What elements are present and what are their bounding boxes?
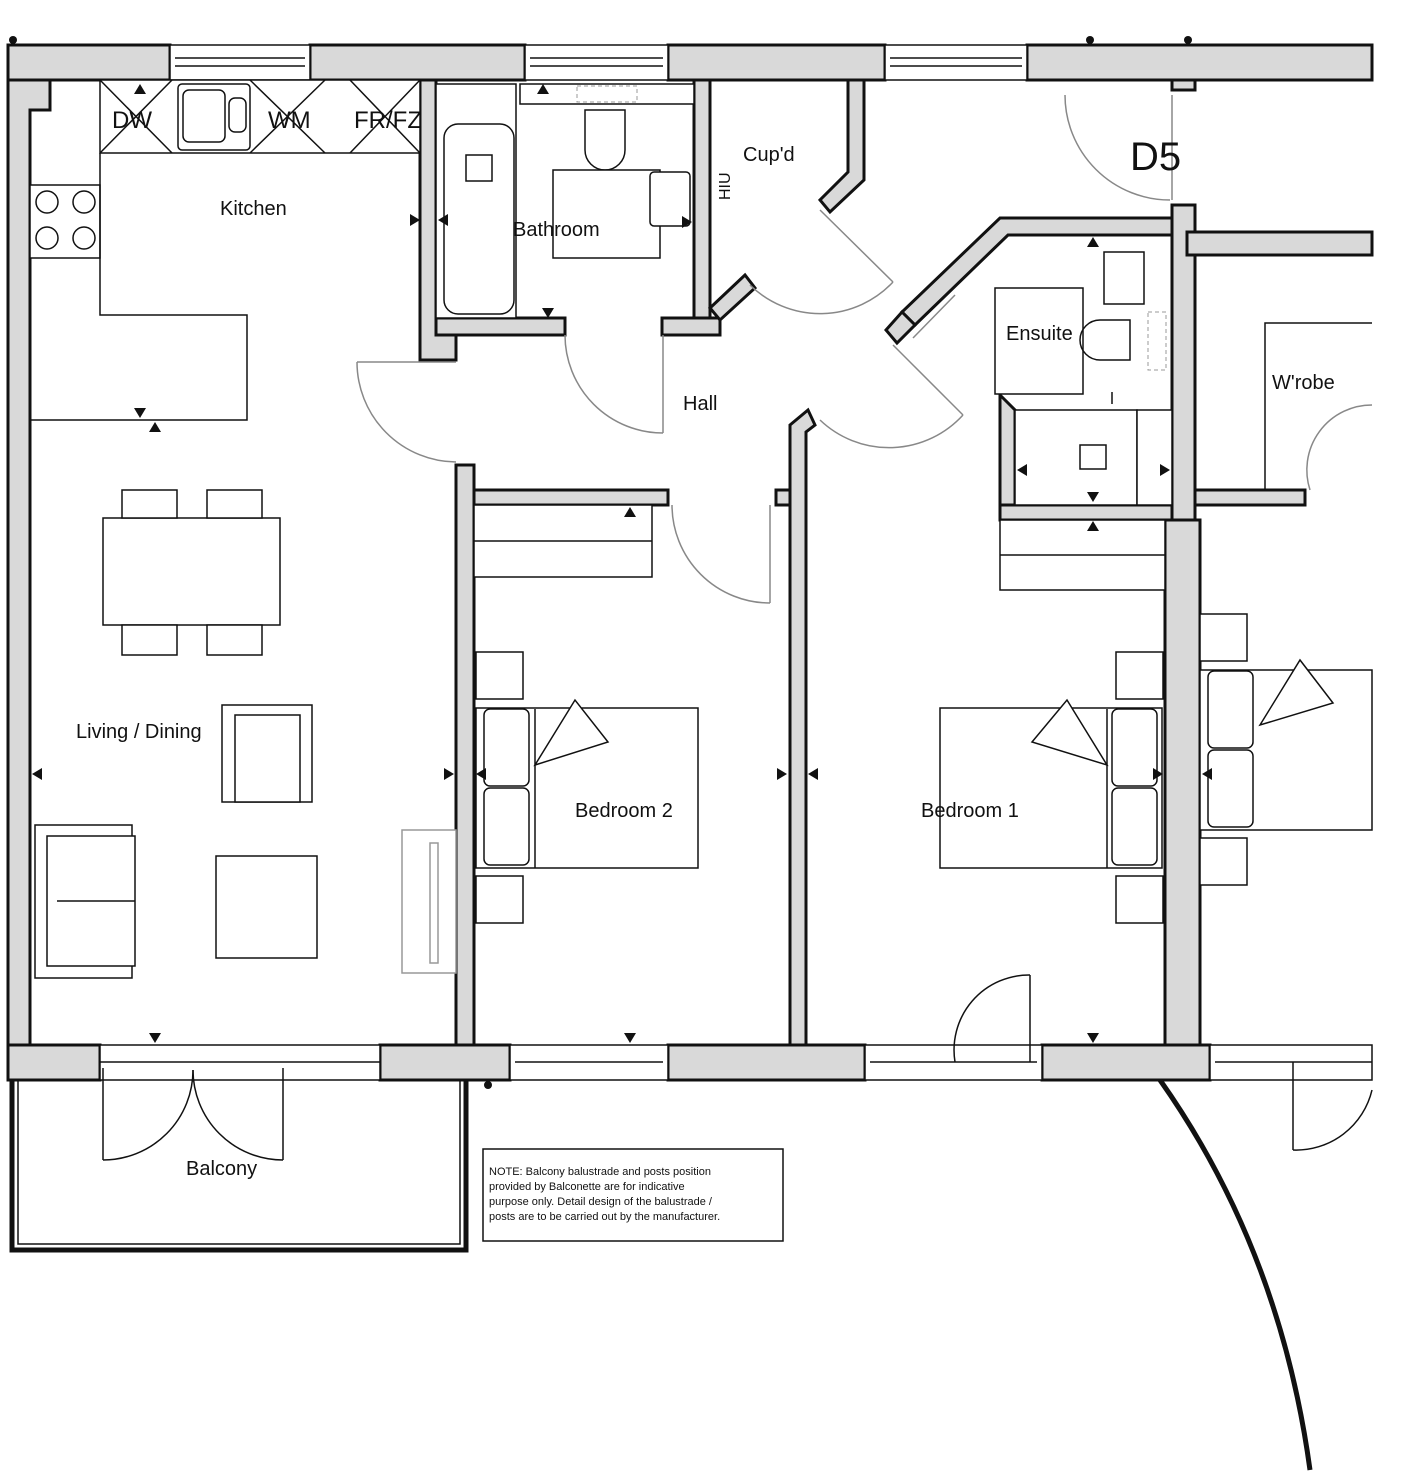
windows [99,44,1373,1081]
room-wardrobe: W'robe [1272,372,1335,394]
room-bedroom2: Bedroom 2 [575,800,673,822]
dimension-markers [32,84,1212,1043]
kitchen-fittings [29,79,421,421]
room-bathroom: Bathroom [513,219,600,241]
ensuite-fittings [994,251,1173,506]
curved-balustrade [1157,1078,1313,1471]
note-line-1: NOTE: Balcony balustrade and posts posit… [489,1166,711,1178]
dining-set [102,489,281,656]
room-living-dining: Living / Dining [76,721,202,743]
bedroom1-furniture [939,651,1164,924]
room-kitchen: Kitchen [220,198,287,220]
bathroom-fittings [435,83,695,319]
room-hall: Hall [683,393,717,415]
room-ensuite: Ensuite [1006,323,1073,345]
wardrobes [473,322,1372,591]
room-bedroom1: Bedroom 1 [921,800,1019,822]
room-balcony: Balcony [186,1158,257,1180]
survey-pins [9,36,1192,1089]
balcony [9,1068,469,1253]
note-line-2: provided by Balconette are for indicativ… [489,1181,685,1193]
appliance-dw-label: DW [112,107,152,134]
note-line-3: purpose only. Detail design of the balus… [489,1196,713,1208]
note-line-4: posts are to be carried out by the manuf… [489,1211,720,1223]
walls [6,43,1374,1082]
unit-code: D5 [1130,135,1181,179]
note-box: NOTE: Balcony balustrade and posts posit… [482,1148,784,1242]
next-unit-furniture [1199,613,1373,886]
appliance-wm-label: WM [268,107,311,134]
room-cupboard: Cup'd [743,144,795,166]
living-furniture [34,704,457,979]
bedroom2-furniture [475,651,699,924]
doors [356,94,1373,1151]
room-hiu: HIU [717,172,734,200]
appliance-frfz-label: FR/FZ [354,107,422,134]
